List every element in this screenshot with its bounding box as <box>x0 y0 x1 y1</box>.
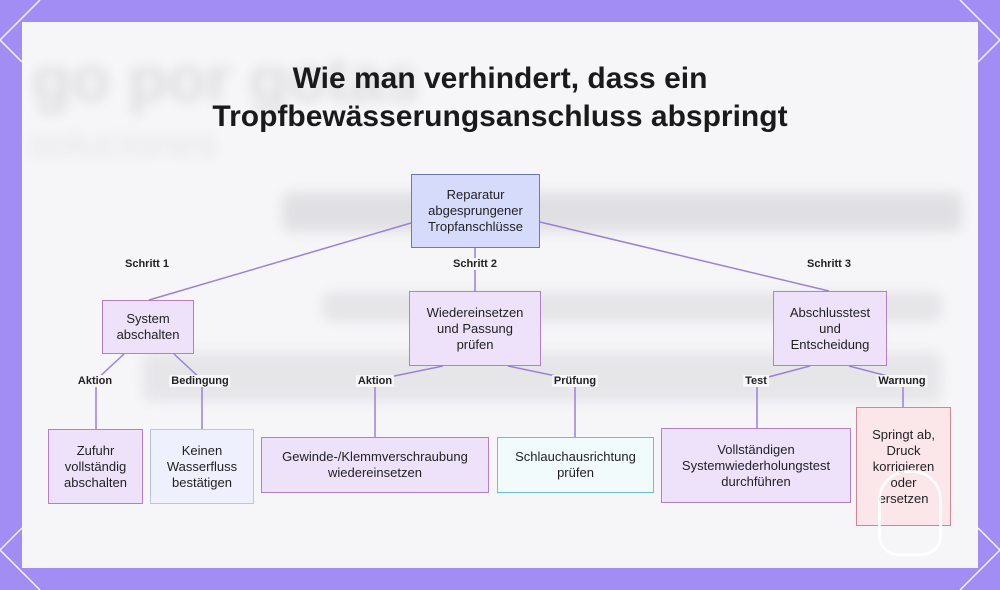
edge-root-step3 <box>539 221 830 292</box>
node-step1: System abschalten <box>102 300 194 354</box>
node-s3-warning: Springt ab, Druck korrigieren oder erset… <box>856 407 951 526</box>
node-s3-test: Vollständigen Systemwiederholungstest du… <box>661 428 851 503</box>
page-title: Wie man verhindert, dass ein Tropfbewäss… <box>212 62 788 133</box>
edge-label-s3-test: Test <box>743 375 769 387</box>
edge-label-s1-condition: Bedingung <box>169 375 231 387</box>
node-step2: Wiedereinsetzen und Passung prüfen <box>409 291 541 366</box>
node-s2-check: Schlauchausrichtung prüfen <box>497 437 654 493</box>
node-step3: Abschlusstest und Entscheidung <box>773 291 887 366</box>
watermark-ring <box>878 470 942 556</box>
node-s2-action: Gewinde-/Klemmverschraubung wiedereinset… <box>261 437 489 493</box>
edge-label-s2-action: Aktion <box>355 375 395 387</box>
edge-label-step3: Schritt 3 <box>804 258 854 270</box>
edge-label-s3-warning: Warnung <box>876 375 928 387</box>
edge-label-step1: Schritt 1 <box>122 258 172 270</box>
edge-label-s2-check: Prüfung <box>551 375 599 387</box>
node-root: Reparatur abgesprungener Tropfanschlüsse <box>411 174 540 248</box>
edge-label-step2: Schritt 2 <box>450 258 500 270</box>
edge-root-step1 <box>148 222 412 301</box>
node-s1-condition: Keinen Wasserfluss bestätigen <box>150 429 254 504</box>
node-s1-action: Zufuhr vollständig abschalten <box>48 429 143 504</box>
edge-label-s1-action: Aktion <box>75 375 115 387</box>
